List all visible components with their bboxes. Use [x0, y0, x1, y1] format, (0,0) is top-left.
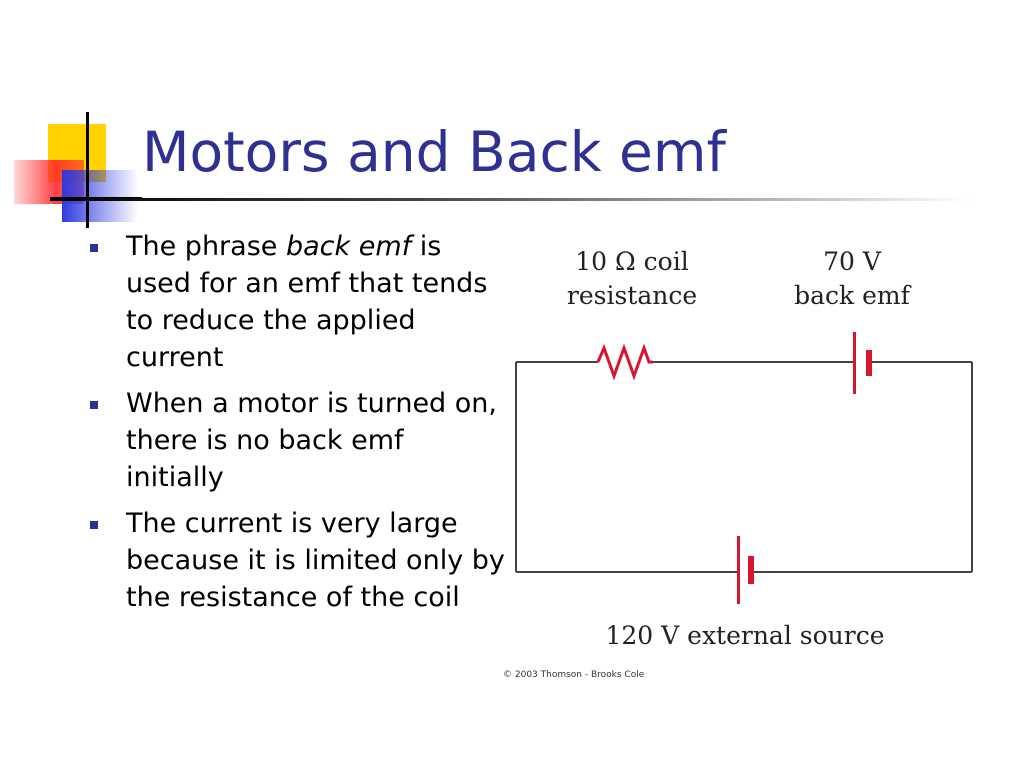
circuit-diagram: 10 Ω coil resistance 70 V back emf 120 V…	[503, 247, 973, 680]
bullet-item: The phrase back emf is used for an emf t…	[86, 228, 506, 376]
resistor-symbol	[596, 343, 653, 381]
circuit-wires	[515, 361, 973, 573]
square-bullet-icon	[90, 521, 98, 529]
resistor-label: 10 Ω coil	[575, 247, 688, 276]
back-emf-label: 70 V	[823, 247, 882, 276]
slide-title: Motors and Back emf	[142, 120, 726, 184]
bullet-text: The current is very large because it is …	[126, 508, 505, 613]
external-source-battery-symbol	[737, 536, 754, 604]
decorative-logo	[14, 112, 142, 228]
bullet-item: When a motor is turned on, there is no b…	[86, 385, 506, 496]
back-emf-battery-symbol	[853, 332, 872, 394]
square-bullet-icon	[90, 401, 98, 409]
resistor-label-sub: resistance	[567, 281, 697, 310]
copyright-credit: © 2003 Thomson - Brooks Cole	[503, 670, 645, 680]
bullet-text: is used for an emf that tends to reduce …	[126, 231, 488, 373]
bullet-item: The current is very large because it is …	[86, 505, 506, 616]
bullet-emphasis: back emf	[285, 231, 412, 262]
source-label: 120 V external source	[605, 621, 884, 650]
bullet-text: When a motor is turned on, there is no b…	[126, 388, 497, 493]
bullet-list: The phrase back emf is used for an emf t…	[86, 228, 506, 625]
back-emf-label-sub: back emf	[794, 281, 912, 310]
bullet-text: The phrase	[126, 231, 286, 262]
title-underline	[50, 198, 970, 201]
square-bullet-icon	[90, 244, 98, 252]
